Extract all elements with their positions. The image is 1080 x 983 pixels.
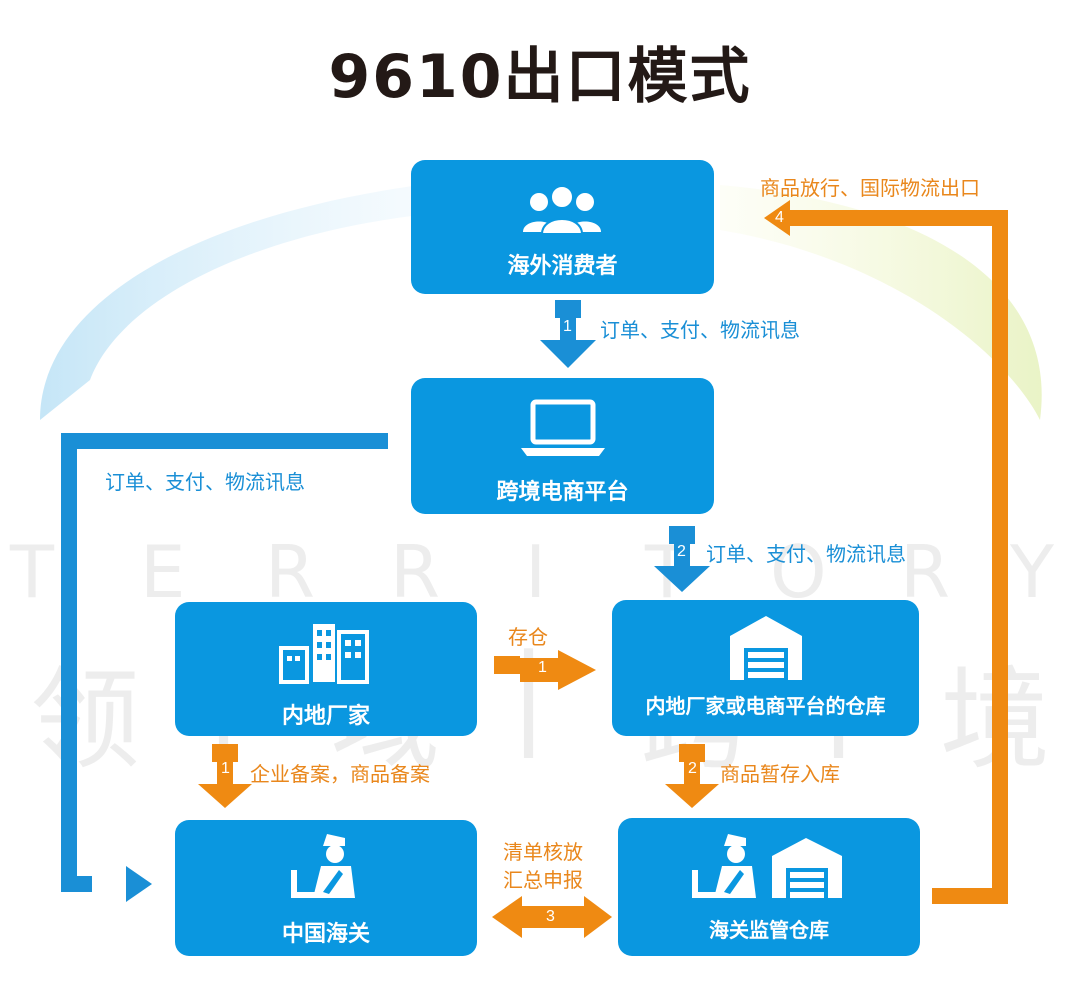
edge-factory-warehouse-arrow (494, 650, 596, 690)
node-label: 中国海关 (281, 922, 370, 947)
watermark-letter: R (265, 530, 316, 614)
edge-number: 2 (100, 875, 109, 892)
users-icon (523, 185, 601, 234)
edge-consumer-platform-arrow (540, 300, 596, 368)
watermark-letter: Y (1010, 530, 1054, 614)
page-title: 9610出口模式 (328, 42, 752, 112)
edge-number: 2 (677, 543, 686, 560)
edge-number: 3 (546, 908, 555, 925)
edge-platform-customs-line (61, 433, 388, 892)
node-label: 海外消费者 (507, 254, 618, 279)
watermark-char: 领 (30, 656, 140, 784)
customs-warehouse-icon (692, 834, 842, 898)
edge-label: 订单、支付、物流讯息 (706, 542, 906, 566)
node-label: 内地厂家 (281, 704, 370, 729)
node-label: 跨境电商平台 (496, 480, 629, 505)
node-label: 内地厂家或电商平台的仓库 (645, 694, 886, 718)
watermark-separator: | (510, 630, 548, 758)
node-warehouse[interactable]: 内地厂家或电商平台的仓库 (612, 600, 919, 736)
buildings-icon (279, 624, 369, 684)
watermark-letter: T (10, 530, 54, 614)
edge-number: 1 (563, 318, 572, 335)
edge-label: 商品放行、国际物流出口 (760, 176, 980, 200)
watermark-letter: I (525, 530, 547, 614)
watermark-letter: R (390, 530, 441, 614)
node-consumer[interactable]: 海外消费者 (411, 160, 714, 294)
node-customs[interactable]: 中国海关 (175, 820, 477, 956)
edge-number: 4 (775, 209, 784, 226)
edge-label: 企业备案，商品备案 (250, 762, 430, 786)
edge-label: 清单核放 (503, 840, 583, 864)
edge-bonded-consumer-line (790, 210, 1008, 904)
node-platform[interactable]: 跨境电商平台 (411, 378, 714, 514)
edge-platform-warehouse-arrow (654, 526, 710, 592)
edge-label: 订单、支付、物流讯息 (105, 470, 305, 494)
laptop-icon (521, 399, 605, 456)
customs-officer-icon (291, 834, 355, 898)
edge-label: 订单、支付、物流讯息 (600, 318, 800, 342)
node-bonded-warehouse[interactable]: 海关监管仓库 (618, 818, 920, 956)
garage-icon (730, 616, 802, 680)
node-factory[interactable]: 内地厂家 (175, 602, 477, 736)
edge-warehouse-bonded-arrow (665, 744, 719, 808)
edge-number: 2 (688, 760, 697, 777)
edge-customs-bonded-arrow (492, 896, 612, 938)
arrow-head-orange (764, 200, 790, 236)
watermark-letter: E (140, 530, 186, 614)
edge-number: 1 (538, 659, 547, 676)
edge-label: 商品暂存入库 (720, 762, 840, 786)
edge-factory-customs-arrow (198, 744, 252, 808)
edge-label: 存仓 (508, 625, 548, 649)
arrow-head-blue (126, 866, 152, 902)
edge-label: 汇总申报 (503, 868, 583, 892)
node-label: 海关监管仓库 (709, 918, 829, 942)
edge-number: 1 (221, 760, 230, 777)
